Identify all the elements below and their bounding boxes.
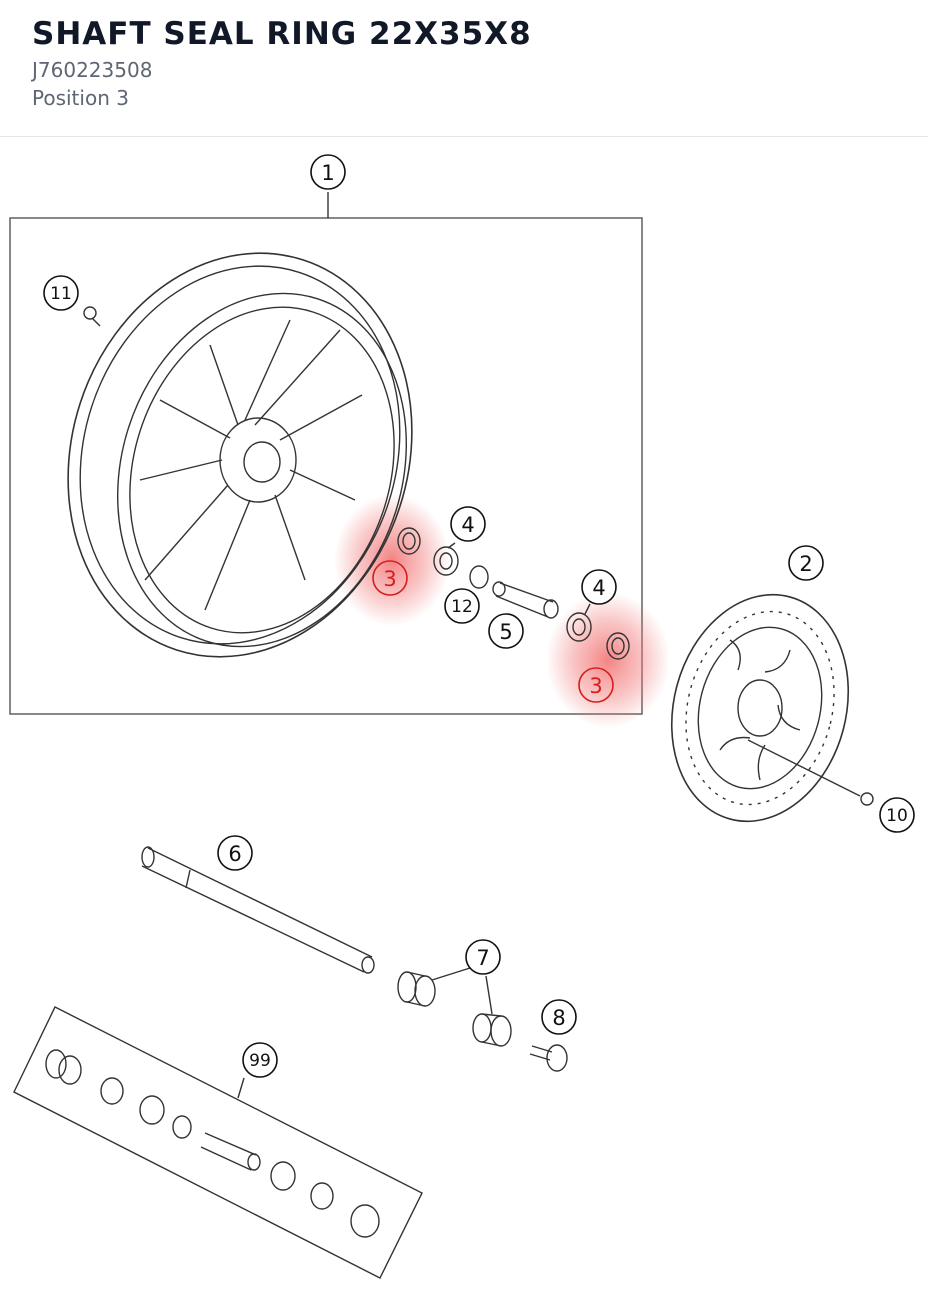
highlight-right-seal[interactable] bbox=[546, 592, 670, 728]
wheel-spindle[interactable] bbox=[141, 846, 375, 974]
disc-screw-10[interactable] bbox=[747, 739, 874, 806]
callout-4-left[interactable]: 4 bbox=[461, 513, 474, 537]
callout-10[interactable]: 10 bbox=[886, 806, 908, 826]
highlight-left-seal[interactable] bbox=[334, 494, 450, 626]
highlight-callout-right[interactable] bbox=[578, 667, 614, 703]
part-position: Position 3 bbox=[32, 86, 129, 110]
distance-sleeve-5[interactable] bbox=[492, 581, 559, 619]
part-title: SHAFT SEAL RING 22X35X8 bbox=[32, 16, 532, 52]
highlight-callout-left[interactable] bbox=[372, 560, 408, 596]
part-header: SHAFT SEAL RING 22X35X8 J760223508 Posit… bbox=[0, 0, 928, 137]
callout-11[interactable]: 11 bbox=[50, 284, 72, 304]
callout-99[interactable]: 99 bbox=[249, 1051, 271, 1071]
callout-3-left[interactable]: 3 bbox=[383, 567, 396, 591]
spacer-12[interactable] bbox=[469, 565, 489, 589]
shaft-seal-left[interactable] bbox=[397, 527, 421, 555]
callout-6[interactable]: 6 bbox=[228, 842, 241, 866]
brake-disc[interactable] bbox=[647, 575, 873, 842]
front-wheel[interactable] bbox=[17, 208, 463, 702]
exploded-parts-diagram: 1 2 3 3 4 4 5 6 7 8 10 11 12 99 bbox=[9, 154, 915, 1279]
shaft-seal-right[interactable] bbox=[606, 632, 630, 660]
callout-7[interactable]: 7 bbox=[476, 946, 489, 970]
bearing-left[interactable] bbox=[433, 546, 459, 576]
bearing-right[interactable] bbox=[566, 612, 592, 642]
screw-8[interactable] bbox=[529, 1044, 568, 1072]
callout-12[interactable]: 12 bbox=[451, 597, 473, 617]
callout-8[interactable]: 8 bbox=[552, 1006, 565, 1030]
spacer-7b[interactable] bbox=[472, 1013, 512, 1047]
callout-2[interactable]: 2 bbox=[799, 552, 812, 576]
callout-5[interactable]: 5 bbox=[499, 620, 512, 644]
callout-3-right[interactable]: 3 bbox=[589, 674, 602, 698]
spacer-7a[interactable] bbox=[397, 971, 436, 1007]
callout-1[interactable]: 1 bbox=[321, 161, 334, 185]
bearing-kit-99[interactable] bbox=[13, 1006, 423, 1279]
wheel-assembly-frame bbox=[9, 217, 643, 715]
part-number: J760223508 bbox=[32, 58, 153, 82]
screw-11[interactable] bbox=[83, 306, 101, 327]
callout-4-right[interactable]: 4 bbox=[592, 576, 605, 600]
